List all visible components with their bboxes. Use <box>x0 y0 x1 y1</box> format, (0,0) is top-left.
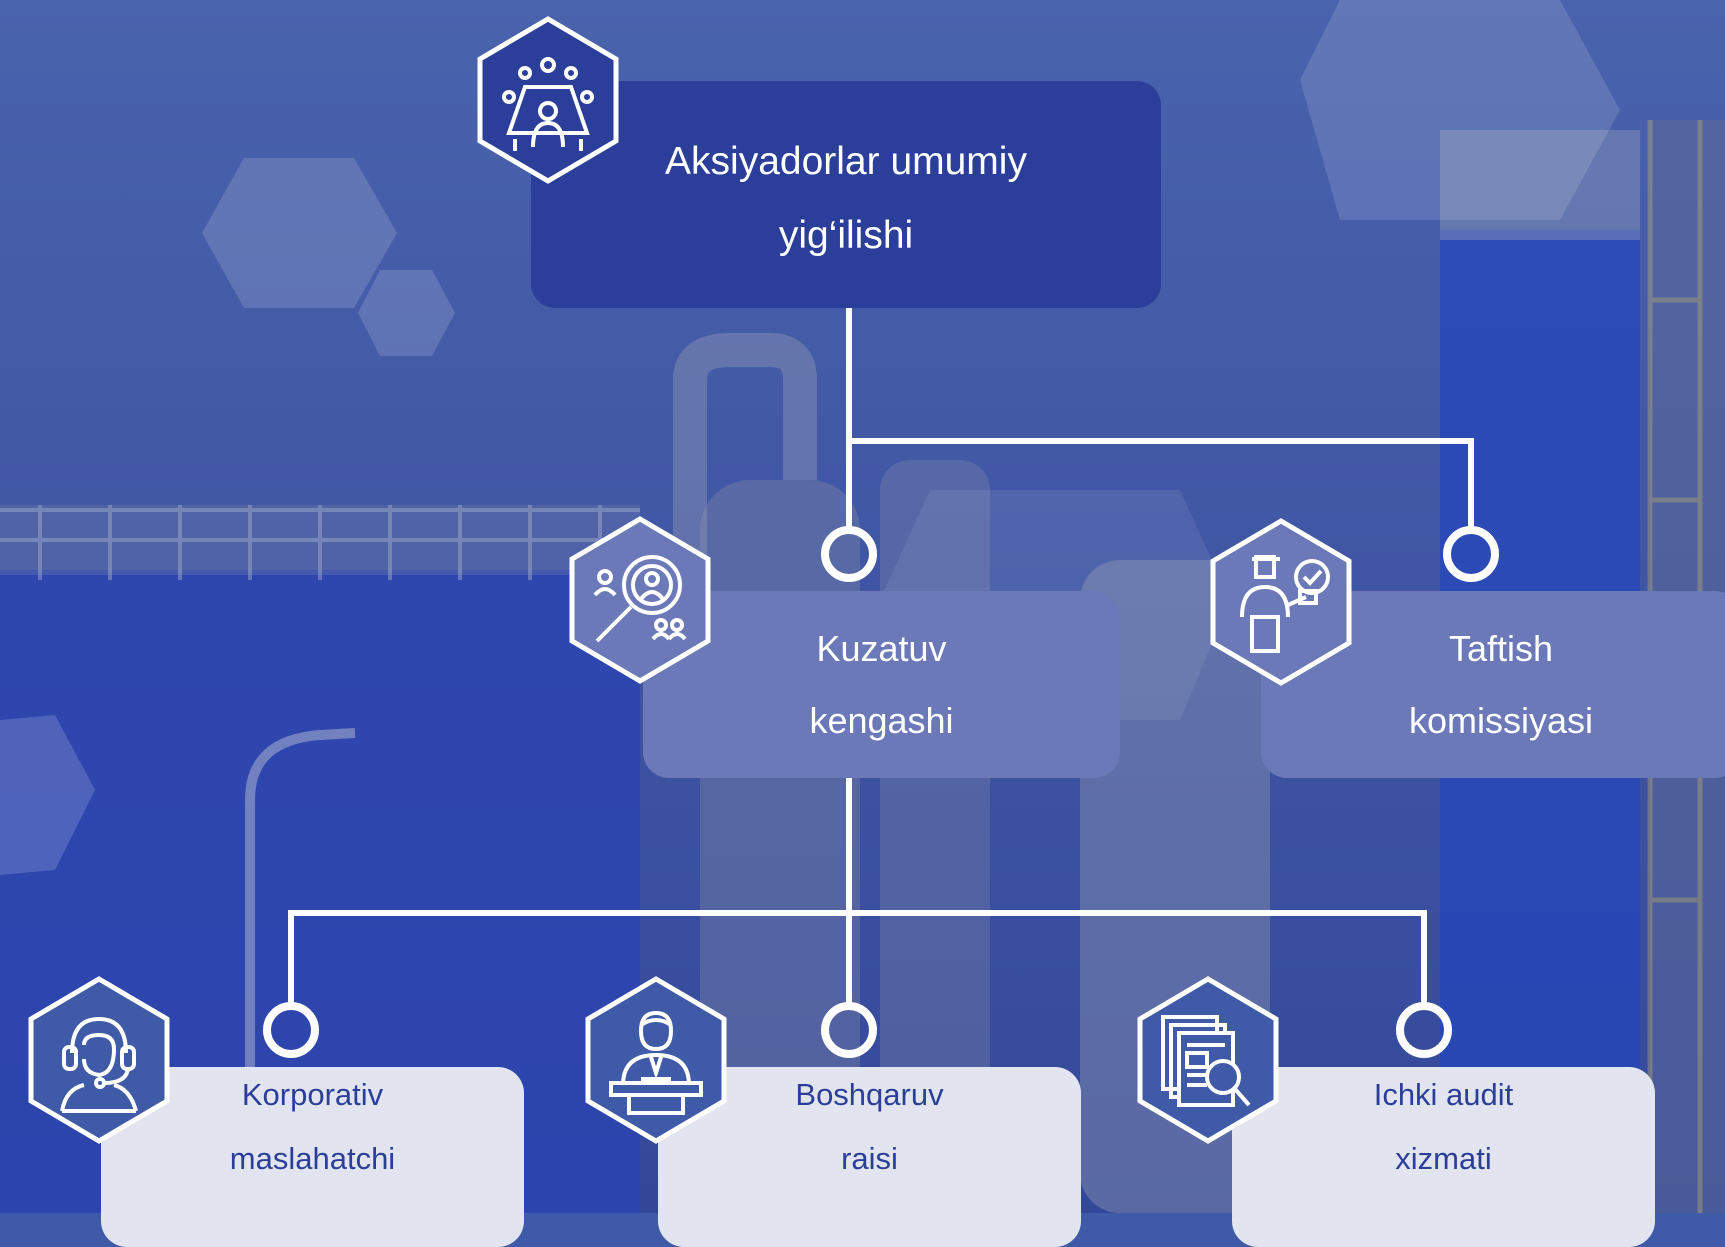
node-title-line2: yig‘ilishi <box>778 214 914 257</box>
node-title-line1: Taftish <box>1448 627 1554 669</box>
boardroom-meeting-icon <box>475 15 621 185</box>
node-title-line2: raisi <box>841 1141 898 1176</box>
node-title-line1: Kuzatuv <box>816 627 947 669</box>
node-title-line1: Korporativ <box>241 1077 384 1112</box>
inspector-checkmark-icon <box>1208 517 1354 687</box>
node-title-line2: xizmati <box>1395 1141 1492 1176</box>
internal-audit-box: Ichki audit xizmati <box>1232 1067 1655 1247</box>
headset-advisor-icon <box>26 975 172 1145</box>
document-search-icon <box>1135 975 1281 1145</box>
supervisory-board-box: Kuzatuv kengashi <box>643 591 1120 778</box>
shareholders-meeting-box: Aksiyadorlar umumiy yig‘ilishi <box>531 81 1161 308</box>
node-title-line1: Ichki audit <box>1373 1077 1514 1112</box>
node-title-line1: Boshqaruv <box>795 1077 944 1112</box>
node-title-line2: kengashi <box>809 699 954 741</box>
people-magnifier-icon <box>567 515 713 685</box>
node-title-line2: komissiyasi <box>1408 699 1594 741</box>
node-title-line1: Aksiyadorlar umumiy <box>665 140 1027 183</box>
node-title-line2: maslahatchi <box>229 1141 396 1176</box>
chairman-desk-icon <box>583 975 729 1145</box>
